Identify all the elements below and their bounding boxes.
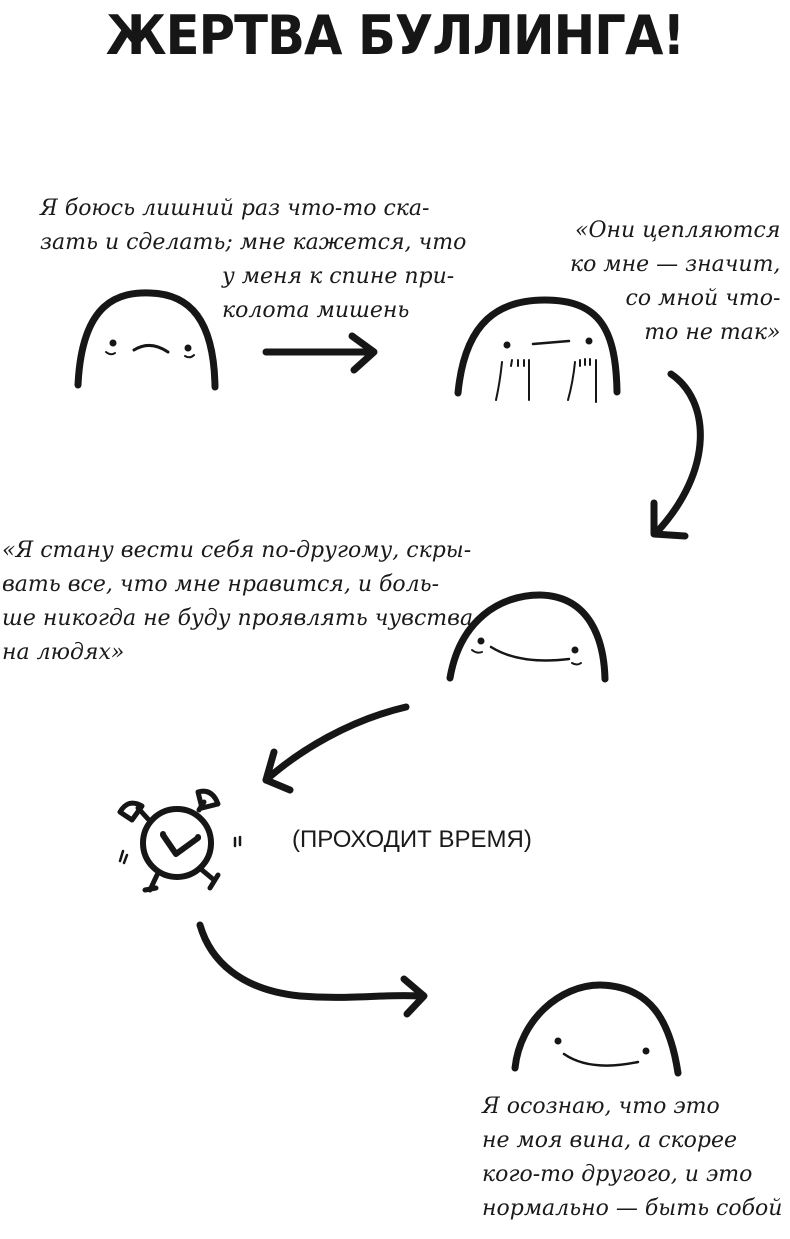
happy-blob-character-icon xyxy=(511,981,682,1077)
time-passes-caption: (ПРОХОДИТ ВРЕМЯ) xyxy=(292,826,532,853)
arrow-right-icon xyxy=(262,332,378,374)
curved-arrow-down-icon xyxy=(650,370,704,540)
step3-caption: «Я стану вести себя по-другому, скры- ва… xyxy=(2,538,474,665)
step1-caption-top: Я боюсь лишний раз что-то ска- зать и сд… xyxy=(40,196,467,255)
alarm-clock-icon xyxy=(117,788,242,893)
page-title: ЖЕРТВА БУЛЛИНГА! xyxy=(105,4,685,67)
step4-caption: Я осознаю, что это не моя вина, а скорее… xyxy=(482,1094,783,1221)
awkward-smile-blob-character-icon xyxy=(446,591,609,683)
step1-caption-bottom: у меня к спине при- колота мишень xyxy=(222,264,455,323)
sad-blob-character-icon xyxy=(74,289,219,391)
curved-arrow-right-icon xyxy=(196,921,428,1018)
step2-caption: «Они цепляются ко мне — значит, со мной … xyxy=(570,218,781,345)
arrow-down-left-icon xyxy=(262,703,410,794)
shocked-blob-character-icon xyxy=(454,296,621,403)
